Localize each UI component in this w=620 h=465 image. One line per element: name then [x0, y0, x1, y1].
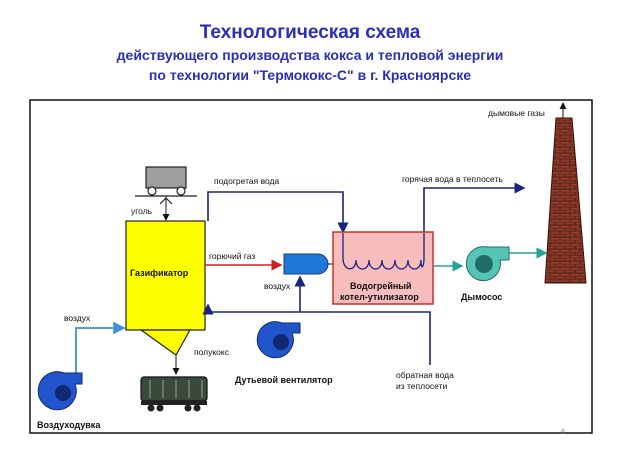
- return-water-pipe: [202, 303, 431, 365]
- page-subtitle-line-2: по технологии "Термококс-С" в г. Красноя…: [148, 67, 472, 83]
- smoke-exhauster-label: Дымосос: [461, 292, 502, 302]
- return-water-label-line-1: обратная вода: [396, 370, 454, 380]
- air-blower-label: Воздуходувка: [37, 420, 101, 430]
- coal-feed-funnel: [159, 197, 173, 205]
- boiler-label-line-1: Водогрейный: [350, 281, 412, 291]
- gasifier-cone: [139, 329, 192, 356]
- blower-fan: [256, 321, 301, 359]
- hot-water-pipe: [423, 182, 526, 232]
- semicoke-label: полукокс: [194, 347, 230, 357]
- boiler-label-line-2: котел-утилизатор: [340, 292, 419, 302]
- semicoke-wagon: [140, 376, 208, 412]
- return-water-label-line-2: из теплосети: [396, 381, 448, 391]
- flue-gases-label: дымовые газы: [488, 108, 545, 118]
- heated-water-label: подогретая вода: [214, 176, 280, 186]
- burner: [283, 253, 329, 275]
- blower-fan-label: Дутьевой вентилятор: [235, 375, 333, 385]
- chimney: [544, 117, 587, 284]
- air-pipe-to-gasifier: [75, 321, 126, 375]
- page-title: Технологическая схема: [199, 22, 421, 43]
- burner-air-label: воздух: [264, 281, 291, 291]
- air-blower: [37, 371, 83, 411]
- smoke-exhauster: [465, 246, 510, 282]
- hot-water-label: горячая вода в теплосеть: [402, 174, 503, 184]
- gasifier-label: Газификатор: [130, 268, 189, 278]
- diagram-frame: [29, 99, 593, 434]
- heated-water-pipe: [207, 191, 349, 234]
- page-number: 6: [561, 429, 565, 436]
- gasifier: [125, 220, 206, 331]
- fuel-gas-label: горючий газ: [209, 251, 255, 261]
- gasifier-air-label: воздух: [64, 313, 91, 323]
- coal-cart: [135, 166, 197, 197]
- coal-label: уголь: [131, 206, 153, 216]
- page-subtitle-line-1: действующего производства кокса и теплов…: [116, 47, 504, 63]
- boiler-coil: [342, 233, 425, 270]
